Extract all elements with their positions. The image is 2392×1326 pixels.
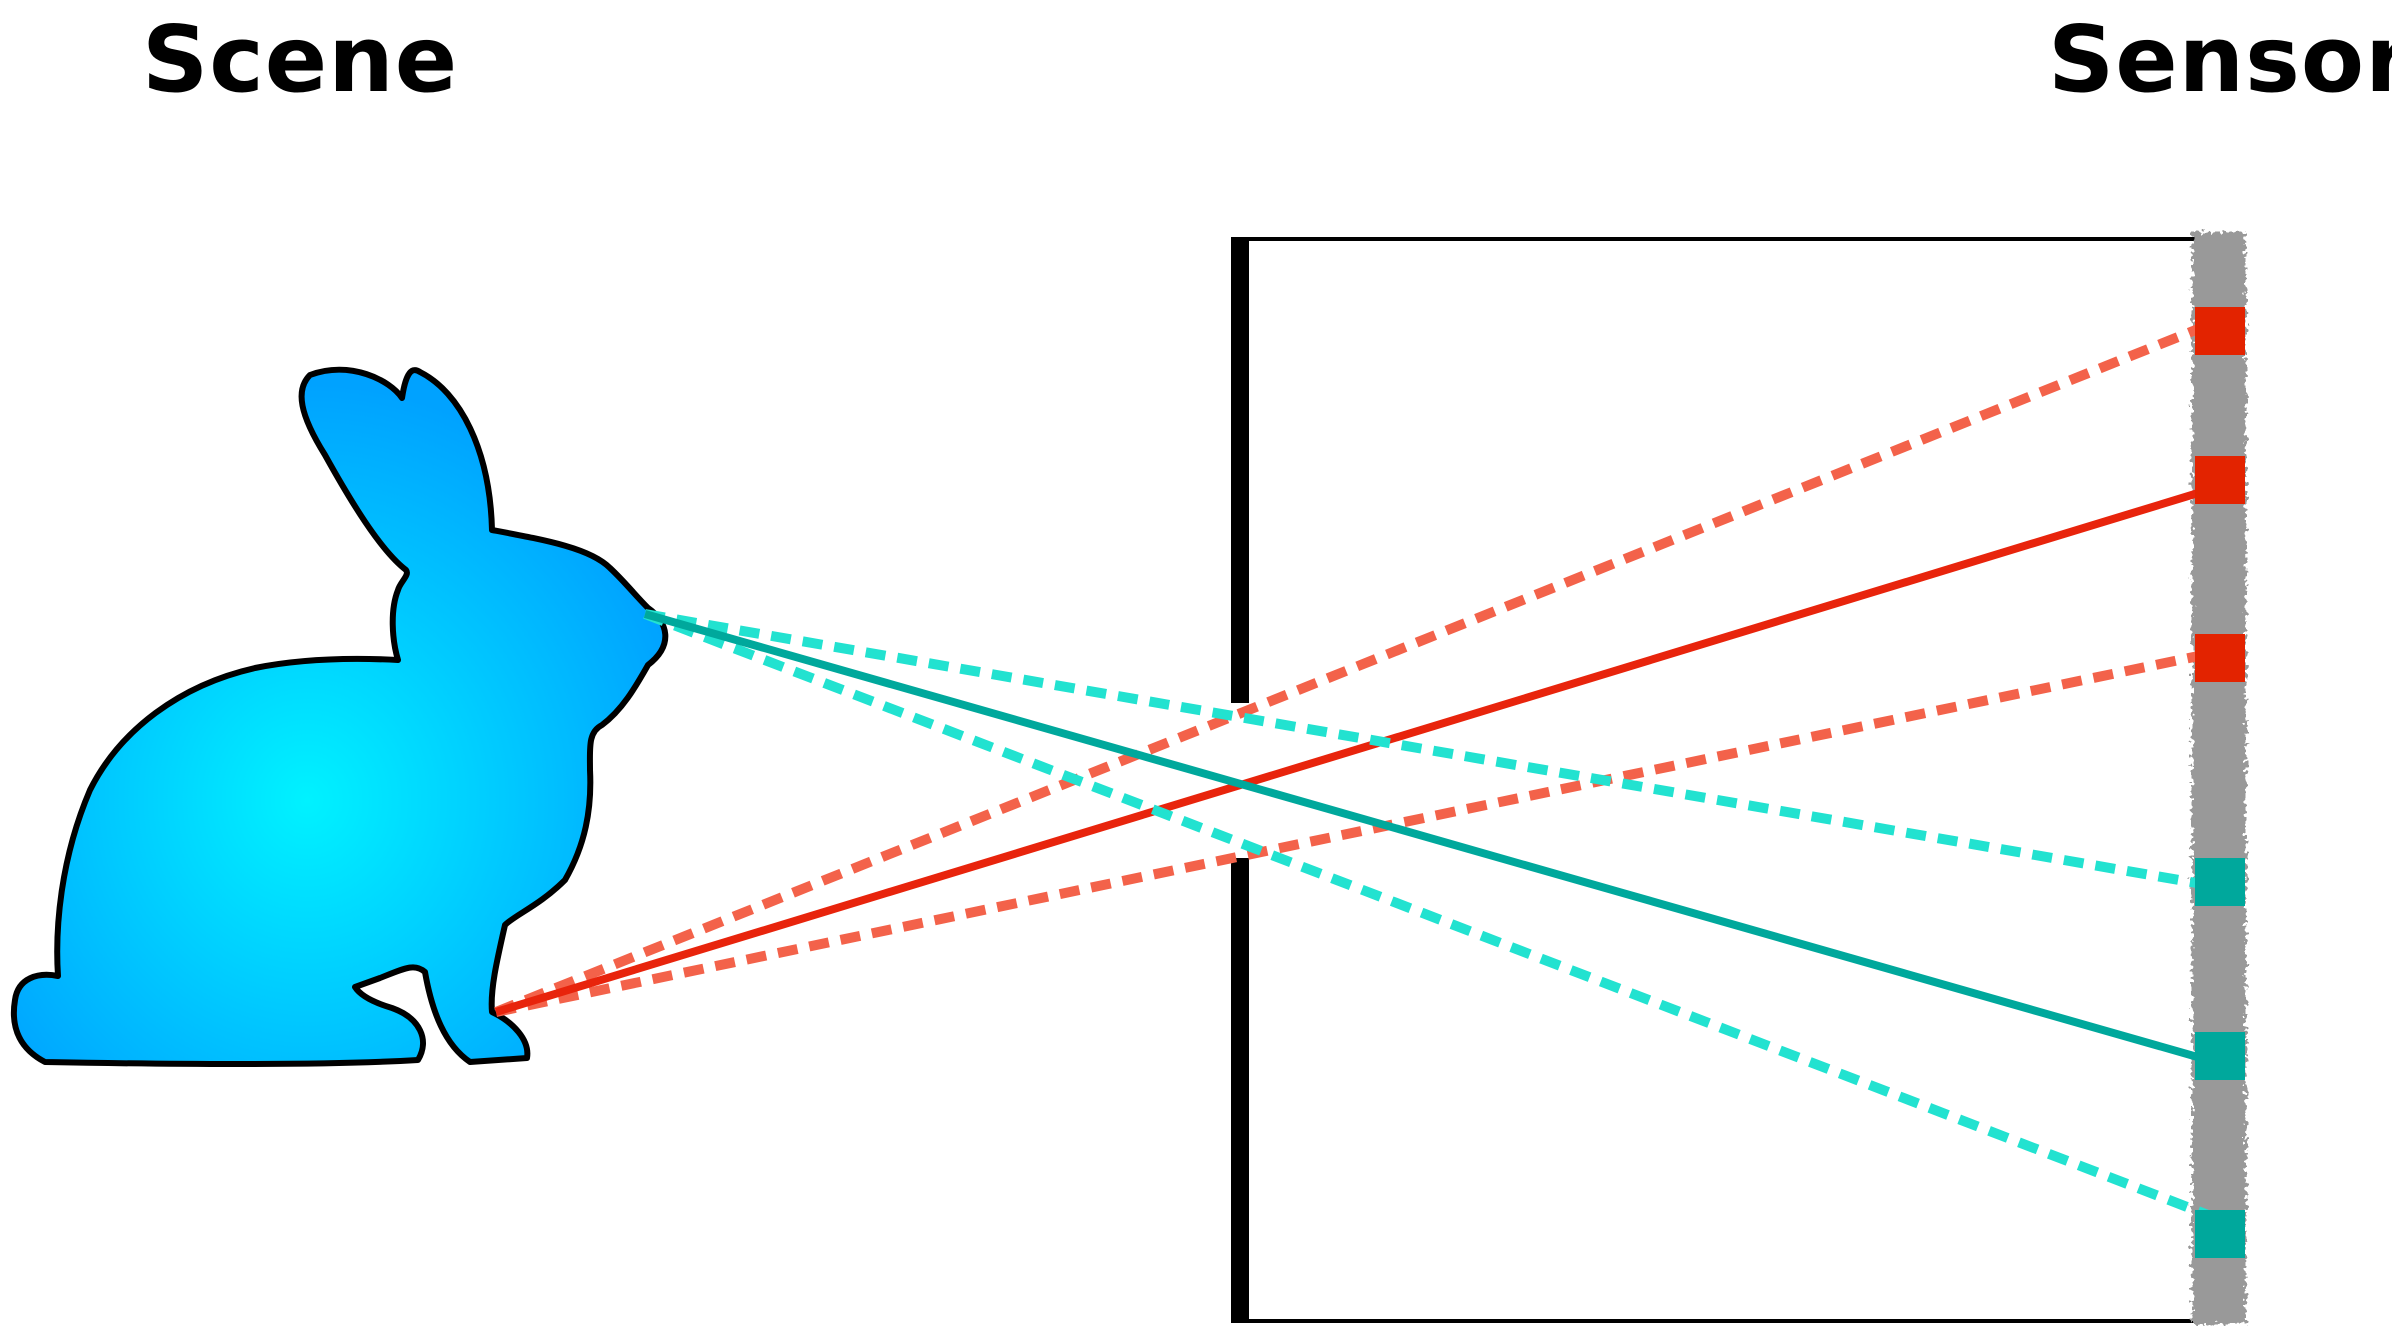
teal-pixel-top xyxy=(2195,858,2245,906)
red-pixel-bottom xyxy=(2195,634,2245,682)
teal-ray-dashed-mid xyxy=(645,614,2208,885)
bunny-icon xyxy=(14,370,665,1064)
red-ray-dashed-mid xyxy=(496,654,2208,1012)
sensor-strip xyxy=(2192,232,2246,1324)
teal-ray-solid xyxy=(645,614,2208,1060)
red-ray-dashed-top xyxy=(496,325,2208,1012)
red-pixel-mid xyxy=(2195,456,2245,504)
red-pixel-top xyxy=(2195,307,2245,355)
teal-pixel-bottom xyxy=(2195,1210,2245,1258)
red-ray-solid xyxy=(496,490,2208,1012)
teal-pixel-mid xyxy=(2195,1032,2245,1080)
